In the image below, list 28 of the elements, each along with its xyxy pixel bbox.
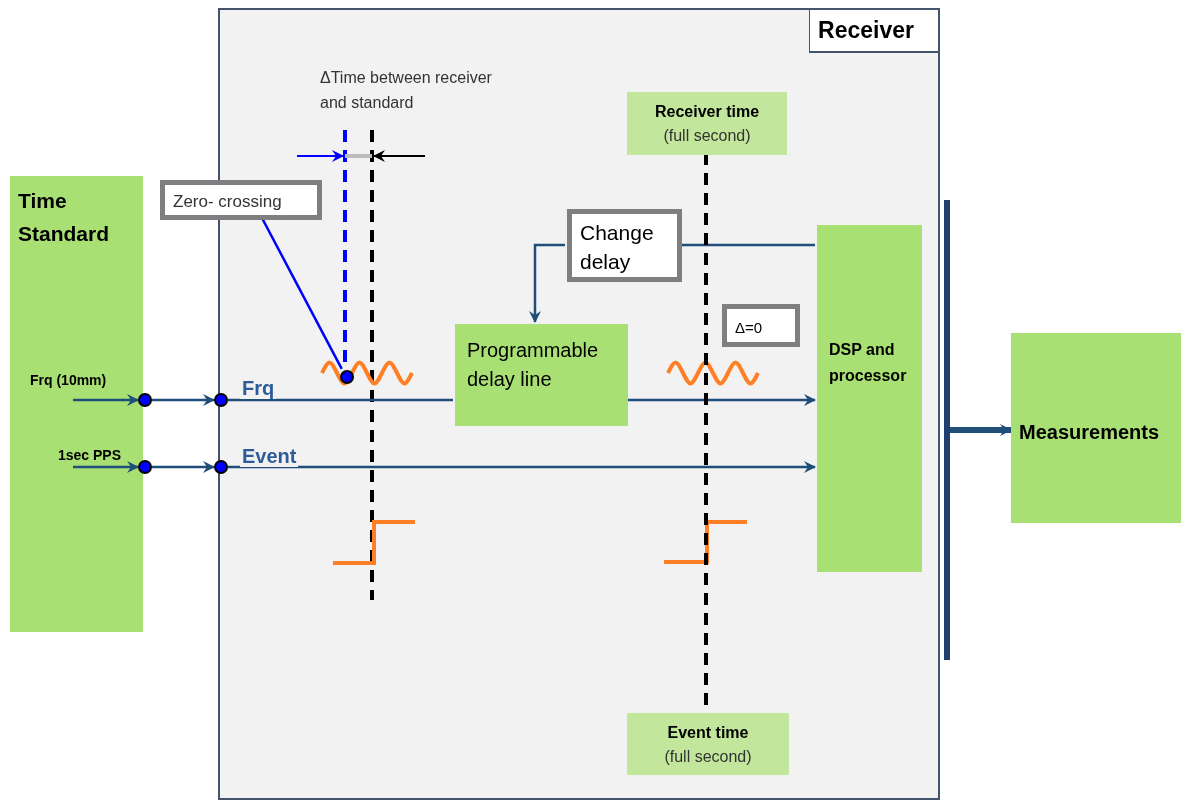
change-delay-box: Change delay: [567, 209, 682, 282]
signal-label: Frq (10mm): [30, 371, 108, 390]
time-label-box: [627, 92, 787, 155]
dsp-processor-block: DSP and processor: [817, 225, 922, 572]
connector-line: [680, 243, 815, 247]
box-subtext: (full second): [664, 747, 752, 767]
box-subtext: (full second): [663, 126, 751, 146]
arrow: [73, 461, 139, 473]
arrow: [228, 461, 816, 473]
annotation-text: ΔTime between receiver and standard: [320, 68, 493, 113]
box-heading: Event time: [667, 723, 749, 743]
measurements-block: Measurements: [1011, 333, 1181, 523]
callout-box: Zero- crossing: [160, 180, 322, 220]
box-heading: Receiver time: [654, 102, 760, 122]
delta-box: Δ=0: [722, 304, 800, 347]
arrow: [529, 243, 565, 323]
arrow: [152, 394, 215, 406]
connector-line: [260, 217, 343, 370]
arrow: [626, 394, 816, 406]
delay-line-block: Programmable delay line: [455, 324, 628, 426]
panel-title: Receiver: [809, 10, 938, 53]
time-label-box: [627, 713, 789, 775]
connector-line: [228, 398, 453, 402]
bus-bar: [944, 200, 950, 660]
arrow: [152, 461, 215, 473]
arrow: [950, 424, 1012, 436]
arrow: [73, 394, 139, 406]
signal-label: 1sec PPS: [58, 446, 123, 465]
